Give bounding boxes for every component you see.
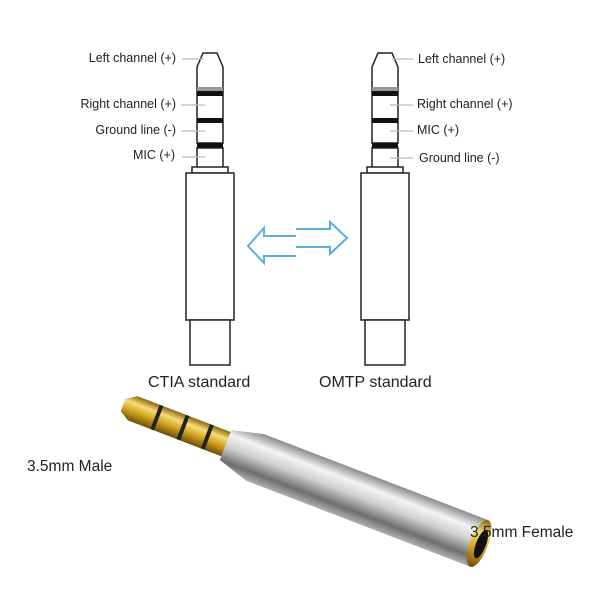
ctia-label-left-channel: Left channel (+) xyxy=(88,51,176,65)
omtp-label-ground: Ground line (-) xyxy=(419,151,500,165)
ctia-label-right-channel: Right channel (+) xyxy=(80,97,176,111)
male-label: 3.5mm Male xyxy=(27,458,113,475)
swap-arrows-icon xyxy=(246,219,349,266)
omtp-label-mic: MIC (+) xyxy=(417,123,460,137)
adapter-photo xyxy=(120,396,492,567)
omtp-plug-drawing xyxy=(360,52,413,366)
female-label: 3.5mm Female xyxy=(470,524,574,541)
omtp-label-left-channel: Left channel (+) xyxy=(418,52,506,66)
omtp-label-right-channel: Right channel (+) xyxy=(417,97,513,111)
omtp-title: OMTP standard xyxy=(319,374,432,391)
ctia-label-ground: Ground line (-) xyxy=(95,123,176,137)
ctia-plug-drawing xyxy=(181,52,235,366)
ctia-title: CTIA standard xyxy=(148,374,251,391)
ctia-label-mic: MIC (+) xyxy=(132,148,175,162)
